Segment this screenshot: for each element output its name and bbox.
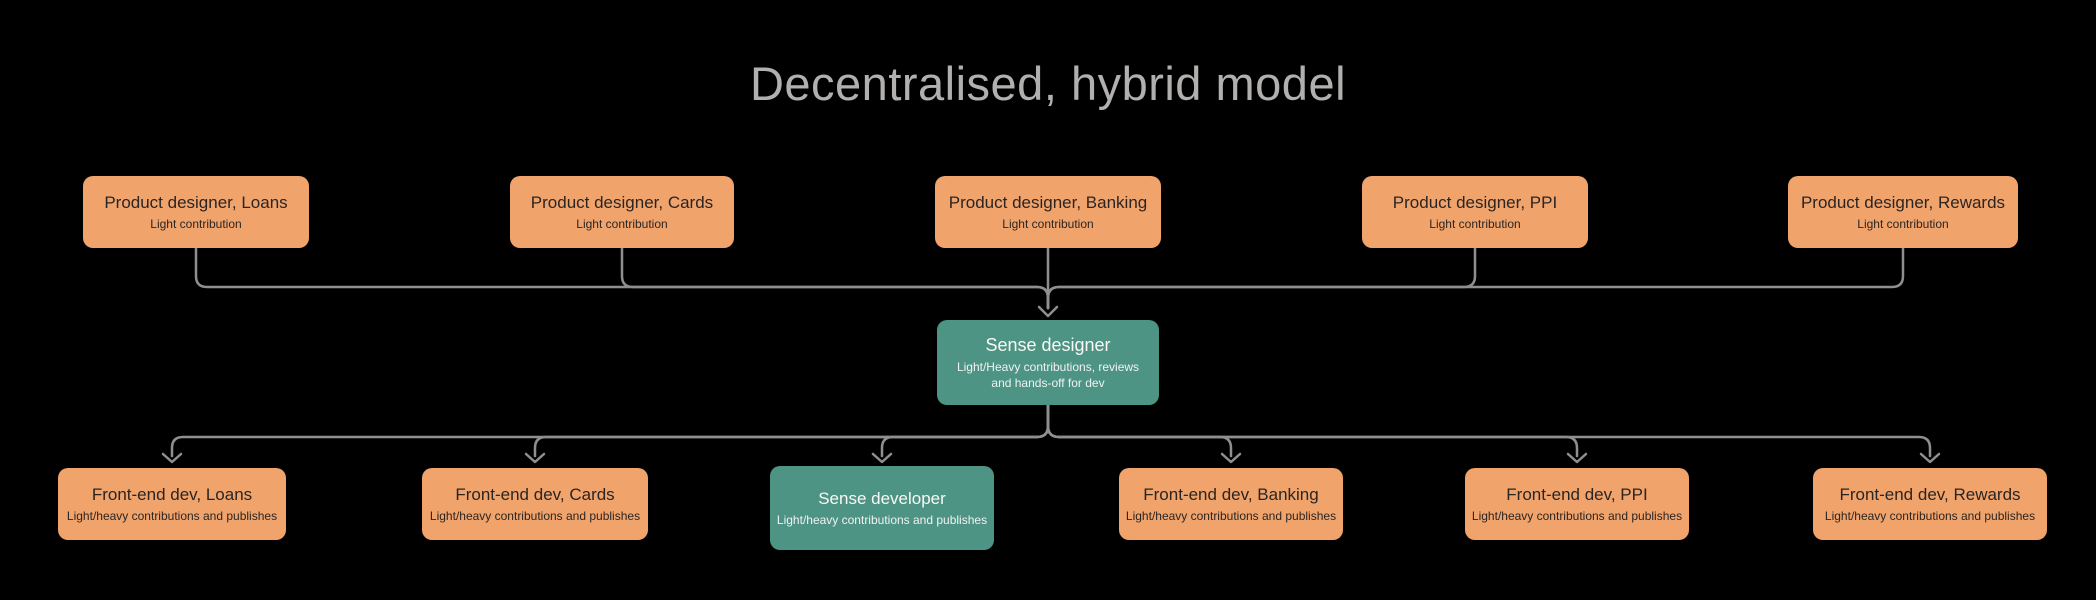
node-title: Product designer, PPI <box>1392 192 1558 212</box>
node-title: Product designer, Rewards <box>1800 192 2006 212</box>
node-title: Product designer, Banking <box>948 192 1148 212</box>
connector-pd-rewards <box>1046 246 1905 310</box>
node-subtitle: Light contribution <box>576 217 668 232</box>
arrowhead-sense-dev <box>871 452 893 464</box>
connector-sense-dev <box>880 403 1050 458</box>
node-subtitle: Light contribution <box>1002 217 1094 232</box>
connector-fe-cards <box>533 403 1050 458</box>
node-subtitle: Light contribution <box>1429 217 1521 232</box>
arrowhead-fe-loans <box>161 452 183 464</box>
node-title: Product designer, Cards <box>530 192 714 212</box>
node-subtitle: Light/heavy contributions and publishes <box>776 513 988 528</box>
node-title: Sense designer <box>985 334 1111 355</box>
node-title: Front-end dev, Cards <box>455 484 615 504</box>
arrowhead-fe-rewards <box>1919 452 1941 464</box>
node-product-designer-cards[interactable]: Product designer, Cards Light contributi… <box>510 176 734 248</box>
node-frontend-dev-banking[interactable]: Front-end dev, Banking Light/heavy contr… <box>1119 468 1343 540</box>
connector-pd-ppi <box>1046 246 1477 310</box>
arrowhead-fe-banking <box>1220 452 1242 464</box>
node-title: Front-end dev, PPI <box>1506 484 1648 504</box>
node-frontend-dev-rewards[interactable]: Front-end dev, Rewards Light/heavy contr… <box>1813 468 2047 540</box>
node-subtitle: Light contribution <box>150 217 242 232</box>
arrowhead-fe-cards <box>524 452 546 464</box>
node-product-designer-ppi[interactable]: Product designer, PPI Light contribution <box>1362 176 1588 248</box>
node-frontend-dev-cards[interactable]: Front-end dev, Cards Light/heavy contrib… <box>422 468 648 540</box>
node-frontend-dev-ppi[interactable]: Front-end dev, PPI Light/heavy contribut… <box>1465 468 1689 540</box>
connector-fe-banking <box>1046 403 1233 458</box>
node-sense-designer[interactable]: Sense designer Light/Heavy contributions… <box>937 320 1159 405</box>
node-title: Sense developer <box>818 488 946 508</box>
connector-fe-rewards <box>1046 403 1932 458</box>
node-title: Front-end dev, Rewards <box>1839 484 2021 504</box>
node-title: Product designer, Loans <box>104 192 288 212</box>
node-subtitle: Light/heavy contributions and publishes <box>66 509 278 524</box>
node-subtitle: Light/heavy contributions and publishes <box>1125 509 1337 524</box>
node-subtitle: Light/heavy contributions and publishes <box>429 509 641 524</box>
node-title: Front-end dev, Loans <box>91 484 253 504</box>
node-sense-developer[interactable]: Sense developer Light/heavy contribution… <box>770 466 994 550</box>
arrowhead-fe-ppi <box>1566 452 1588 464</box>
diagram-title: Decentralised, hybrid model <box>749 57 1347 110</box>
node-product-designer-rewards[interactable]: Product designer, Rewards Light contribu… <box>1788 176 2018 248</box>
connector-fe-ppi <box>1046 403 1579 458</box>
node-subtitle: Light/Heavy contributions, reviews and h… <box>956 360 1140 391</box>
connector-pd-cards <box>620 246 1050 310</box>
node-product-designer-banking[interactable]: Product designer, Banking Light contribu… <box>935 176 1161 248</box>
connector-fe-loans <box>170 403 1050 458</box>
node-subtitle: Light/heavy contributions and publishes <box>1824 509 2036 524</box>
node-frontend-dev-loans[interactable]: Front-end dev, Loans Light/heavy contrib… <box>58 468 286 540</box>
arrowhead-sense-designer <box>1037 305 1059 318</box>
node-product-designer-loans[interactable]: Product designer, Loans Light contributi… <box>83 176 309 248</box>
node-title: Front-end dev, Banking <box>1143 484 1319 504</box>
node-subtitle: Light contribution <box>1857 217 1949 232</box>
node-subtitle: Light/heavy contributions and publishes <box>1471 509 1683 524</box>
